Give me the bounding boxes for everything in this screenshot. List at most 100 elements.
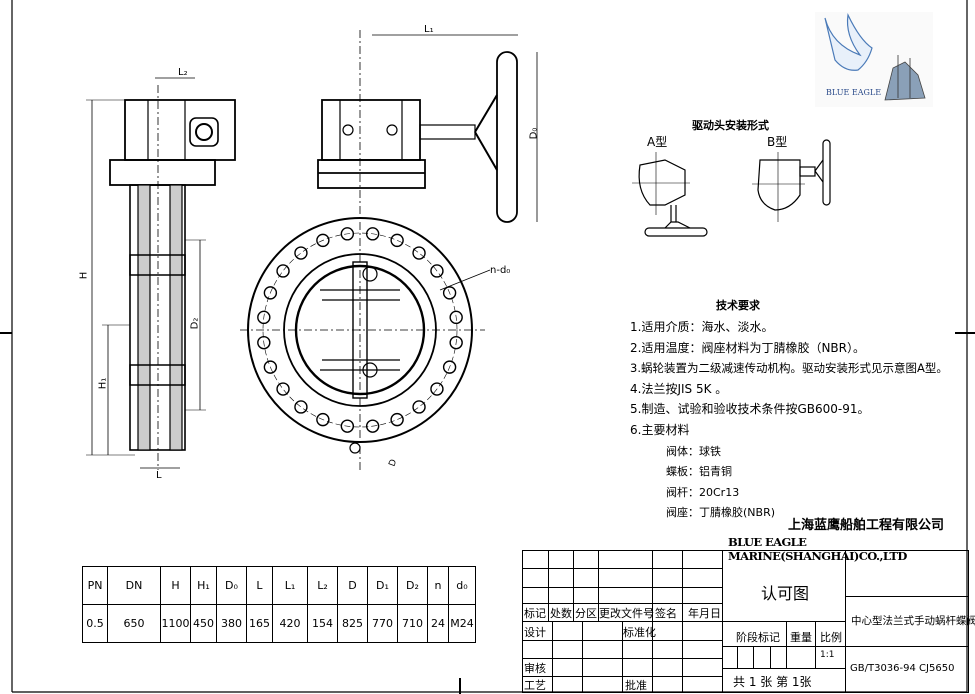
rev-header: 分区 <box>575 607 597 620</box>
param-value: 650 <box>107 604 161 643</box>
bolt-hole <box>430 382 444 396</box>
param-header: H <box>160 566 191 605</box>
bolt-hole <box>276 382 290 396</box>
param-value: 165 <box>246 604 273 643</box>
label-h1: H₁ <box>97 377 109 390</box>
label-l: L <box>156 470 162 481</box>
param-header: D₁ <box>367 566 398 605</box>
bolt-hole <box>442 286 457 300</box>
stage-mark-label: 阶段标记 <box>736 631 780 644</box>
grid-line <box>552 621 553 692</box>
param-header: L₂ <box>307 566 338 605</box>
bolt-holes <box>257 227 463 433</box>
bolt-hole <box>257 335 271 350</box>
bolt-hole <box>340 227 355 241</box>
param-value: 154 <box>307 604 338 643</box>
bolt-hole <box>276 264 290 278</box>
bolt-hole <box>294 246 308 260</box>
requirement-item: 6.主要材料 <box>630 423 690 437</box>
grid-line <box>737 646 738 668</box>
material-item: 蝶板：铝青铜 <box>666 465 732 478</box>
param-value: 1100 <box>160 604 191 643</box>
scale-value: 1:1 <box>820 650 835 660</box>
front-view <box>240 30 538 470</box>
grid-line <box>845 596 968 597</box>
grid-line <box>682 550 683 621</box>
grid-line <box>786 621 787 646</box>
grid-line <box>522 603 722 604</box>
scale-label: 比例 <box>820 631 842 644</box>
label-d0: D₀ <box>528 127 540 140</box>
grid-line <box>815 646 816 668</box>
bolt-hole <box>263 286 278 300</box>
param-value: 825 <box>337 604 368 643</box>
param-value: 24 <box>427 604 449 643</box>
bolt-hole <box>365 419 380 433</box>
logo-text: BLUE EAGLE <box>826 88 882 97</box>
requirements-title: 技术要求 <box>716 299 760 312</box>
bolt-hole <box>316 233 330 248</box>
param-header: n <box>427 566 449 605</box>
label-n-d0: n-d₀ <box>490 265 511 276</box>
process-label: 工艺 <box>524 679 546 692</box>
weight-label: 重量 <box>790 631 812 644</box>
mount-types-title: 驱动头安装形式 <box>692 119 769 132</box>
review-label: 审核 <box>524 662 546 675</box>
param-header: H₁ <box>190 566 217 605</box>
bolt-hole <box>257 310 271 325</box>
design-label: 设计 <box>524 626 546 639</box>
grid-line <box>622 621 623 692</box>
standard-code: GB/T3036-94 CJ5650 <box>850 663 955 674</box>
rev-header: 标记 <box>524 607 546 620</box>
grid-line <box>522 568 722 569</box>
rev-header: 更改文件号 <box>599 607 654 620</box>
bolt-hole <box>449 310 463 325</box>
side-view <box>86 77 236 470</box>
label-l1: L₁ <box>424 24 434 35</box>
grid-line <box>722 668 845 669</box>
label-h: H <box>78 271 90 280</box>
bolt-hole <box>294 400 308 414</box>
param-value: 0.5 <box>82 604 108 643</box>
param-value: M24 <box>448 604 476 643</box>
bolt-hole <box>412 400 426 414</box>
requirement-item: 3.蜗轮装置为二级减速传动机构。驱动安装形式见示意图A型。 <box>630 361 948 375</box>
param-header: d₀ <box>448 566 476 605</box>
bolt-hole <box>263 360 278 374</box>
rev-header: 年月日 <box>688 607 721 620</box>
requirement-item: 1.适用介质：海水、淡水。 <box>630 320 774 334</box>
label-d2: D₂ <box>189 317 201 330</box>
param-header: PN <box>82 566 108 605</box>
bolt-hole <box>365 227 380 241</box>
grid-line <box>652 621 653 692</box>
grid-line <box>522 587 722 588</box>
grid-line <box>682 621 683 692</box>
mount-type-b-label: B型 <box>767 135 788 149</box>
param-value: 380 <box>216 604 247 643</box>
grid-line <box>548 550 549 621</box>
grid-line <box>786 646 787 668</box>
param-header: D <box>337 566 368 605</box>
rev-header: 签名 <box>655 607 677 620</box>
blue-eagle-logo <box>815 12 933 107</box>
rev-header: 处数 <box>550 607 572 620</box>
param-value: 710 <box>397 604 428 643</box>
param-header: D₀ <box>216 566 247 605</box>
product-name: 中心型法兰式手动蜗杆蝶阀 <box>851 615 975 627</box>
mount-type-a-label: A型 <box>647 135 668 149</box>
bolt-hole <box>449 335 463 350</box>
company-name-en: BLUE EAGLE MARINE(SHANGHAI)CO.,LTD <box>728 535 907 563</box>
mount-type-a-sketch <box>632 152 708 237</box>
param-value: 450 <box>190 604 217 643</box>
mount-type-b-sketch <box>752 139 831 222</box>
requirement-item: 2.适用温度：阀座材料为丁腈橡胶（NBR）。 <box>630 341 865 355</box>
grid-line <box>722 621 845 622</box>
requirement-item: 5.制造、试验和验收技术条件按GB600-91。 <box>630 402 870 416</box>
requirement-item: 4.法兰按JIS 5K 。 <box>630 382 728 396</box>
bolt-hole <box>390 412 404 427</box>
standardize-label: 标准化 <box>623 626 656 639</box>
grid-line <box>652 550 653 621</box>
approve-label: 批准 <box>625 679 647 692</box>
label-l2: L₂ <box>178 67 188 78</box>
grid-line <box>845 646 968 647</box>
